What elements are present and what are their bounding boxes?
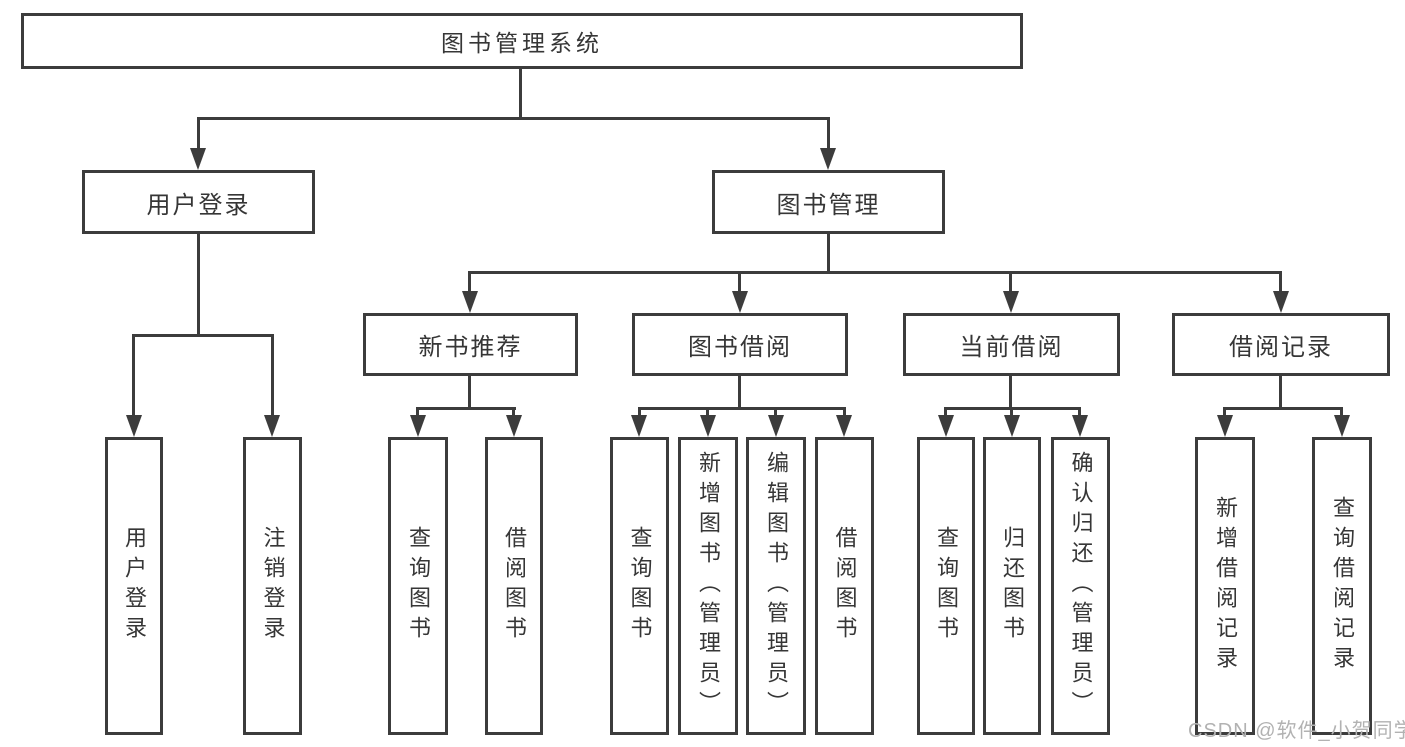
leaf-add-book-admin-label: 新增图书（管理员） bbox=[696, 451, 721, 721]
arrowhead-current-borrowing bbox=[1003, 291, 1019, 313]
connector-drop-l12 bbox=[1223, 407, 1226, 419]
connector-current-borrowing-stem bbox=[1009, 376, 1012, 409]
node-borrowing-records-label: 借阅记录 bbox=[1229, 334, 1333, 361]
arrowhead-query-borrow-record bbox=[1334, 415, 1350, 437]
connector-drop-l11 bbox=[1078, 407, 1081, 419]
arrowhead-query-book-current bbox=[938, 415, 954, 437]
leaf-logout: 注销登录 bbox=[243, 437, 302, 735]
arrowhead-borrow-book-recommend bbox=[506, 415, 522, 437]
connector-book-management-stem bbox=[827, 234, 830, 273]
connector-drop-l10 bbox=[1010, 407, 1013, 419]
connector-drop-l6 bbox=[706, 407, 709, 419]
arrowhead-query-book-borrowing bbox=[631, 415, 647, 437]
leaf-borrow-book: 借阅图书 bbox=[815, 437, 874, 735]
leaf-query-book-current: 查询图书 bbox=[917, 437, 975, 735]
arrowhead-add-book-admin bbox=[700, 415, 716, 437]
arrowhead-confirm-return-admin bbox=[1072, 415, 1088, 437]
connector-book-borrowing-stem bbox=[738, 376, 741, 409]
leaf-query-book-recommend-label: 查询图书 bbox=[406, 526, 431, 646]
connector-drop-l5 bbox=[638, 407, 641, 419]
connector-drop-book-borrowing bbox=[738, 271, 741, 295]
leaf-query-book-current-label: 查询图书 bbox=[934, 526, 959, 646]
connector-new-book-branch bbox=[416, 407, 516, 410]
connector-drop-borrowing-records bbox=[1279, 271, 1282, 295]
node-root-label: 图书管理系统 bbox=[441, 30, 603, 56]
connector-drop-l13 bbox=[1340, 407, 1343, 419]
leaf-return-book: 归还图书 bbox=[983, 437, 1041, 735]
connector-drop-l3 bbox=[416, 407, 419, 419]
leaf-add-book-admin: 新增图书（管理员） bbox=[678, 437, 738, 735]
connector-drop-leaf-user-login bbox=[132, 334, 135, 418]
node-book-management-label: 图书管理 bbox=[776, 191, 881, 219]
arrowhead-user-login bbox=[190, 148, 206, 170]
connector-drop-book-management bbox=[827, 117, 830, 153]
arrowhead-borrow-book bbox=[836, 415, 852, 437]
connector-drop-new-book bbox=[468, 271, 471, 295]
arrowhead-leaf-user-login bbox=[126, 415, 142, 437]
leaf-query-book-borrowing: 查询图书 bbox=[610, 437, 669, 735]
csdn-watermark: CSDN @软件_小贺同学 bbox=[1188, 720, 1405, 742]
node-book-management: 图书管理 bbox=[712, 170, 945, 234]
connector-new-book-stem bbox=[468, 376, 471, 409]
leaf-confirm-return-admin: 确认归还（管理员） bbox=[1051, 437, 1110, 735]
connector-drop-l9 bbox=[944, 407, 947, 419]
leaf-edit-book-admin-label: 编辑图书（管理员） bbox=[764, 451, 789, 721]
connector-user-login-stem bbox=[197, 234, 200, 335]
node-new-book-recommendation-label: 新书推荐 bbox=[418, 334, 523, 361]
arrowhead-borrowing-records bbox=[1273, 291, 1289, 313]
arrowhead-book-borrowing bbox=[732, 291, 748, 313]
leaf-add-borrow-record-label: 新增借阅记录 bbox=[1213, 496, 1238, 676]
connector-book-management-branch bbox=[469, 271, 1282, 274]
leaf-user-login-label: 用户登录 bbox=[122, 526, 147, 646]
connector-drop-leaf-logout bbox=[271, 334, 274, 418]
node-borrowing-records: 借阅记录 bbox=[1172, 313, 1390, 376]
connector-root-branch bbox=[197, 117, 830, 120]
connector-root-stem bbox=[519, 69, 522, 119]
arrowhead-new-book bbox=[462, 291, 478, 313]
leaf-query-book-recommend: 查询图书 bbox=[388, 437, 448, 735]
node-user-login-label: 用户登录 bbox=[146, 191, 251, 219]
leaf-query-borrow-record-label: 查询借阅记录 bbox=[1330, 496, 1355, 676]
leaf-add-borrow-record: 新增借阅记录 bbox=[1195, 437, 1255, 735]
node-book-borrowing-label: 图书借阅 bbox=[688, 334, 792, 361]
leaf-logout-label: 注销登录 bbox=[260, 526, 286, 646]
leaf-borrow-book-recommend-label: 借阅图书 bbox=[502, 526, 527, 646]
arrowhead-book-management bbox=[820, 148, 836, 170]
connector-drop-l8 bbox=[843, 407, 846, 419]
leaf-user-login: 用户登录 bbox=[105, 437, 163, 735]
leaf-edit-book-admin: 编辑图书（管理员） bbox=[746, 437, 806, 735]
connector-user-login-branch bbox=[133, 334, 274, 337]
node-book-borrowing: 图书借阅 bbox=[632, 313, 848, 376]
arrowhead-edit-book-admin bbox=[768, 415, 784, 437]
arrowhead-leaf-logout bbox=[264, 415, 280, 437]
connector-drop-l7 bbox=[774, 407, 777, 419]
node-root: 图书管理系统 bbox=[21, 13, 1023, 69]
node-current-borrowing: 当前借阅 bbox=[903, 313, 1120, 376]
node-current-borrowing-label: 当前借阅 bbox=[959, 334, 1064, 361]
node-new-book-recommendation: 新书推荐 bbox=[363, 313, 578, 376]
arrowhead-query-book-recommend bbox=[410, 415, 426, 437]
leaf-borrow-book-label: 借阅图书 bbox=[832, 526, 858, 646]
connector-borrowing-records-stem bbox=[1279, 376, 1282, 409]
arrowhead-return-book bbox=[1004, 415, 1020, 437]
leaf-query-book-borrowing-label: 查询图书 bbox=[627, 526, 653, 646]
leaf-confirm-return-admin-label: 确认归还（管理员） bbox=[1068, 451, 1094, 721]
leaf-borrow-book-recommend: 借阅图书 bbox=[485, 437, 543, 735]
leaf-query-borrow-record: 查询借阅记录 bbox=[1312, 437, 1372, 735]
connector-drop-current-borrowing bbox=[1009, 271, 1012, 295]
connector-borrowing-records-branch bbox=[1223, 407, 1343, 410]
node-user-login: 用户登录 bbox=[82, 170, 315, 234]
arrowhead-add-borrow-record bbox=[1217, 415, 1233, 437]
connector-drop-l4 bbox=[512, 407, 515, 419]
connector-book-borrowing-branch bbox=[638, 407, 846, 410]
leaf-return-book-label: 归还图书 bbox=[1000, 526, 1025, 646]
connector-drop-user-login bbox=[197, 117, 200, 153]
